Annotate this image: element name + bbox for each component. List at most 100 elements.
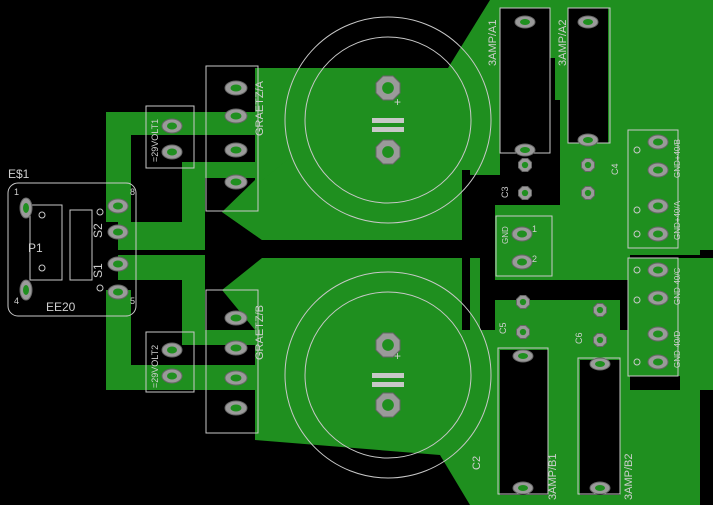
gap-vertical [462, 170, 470, 330]
gnd-pin-2-hole [517, 258, 527, 266]
cap-c1-outline-inner [304, 36, 472, 204]
gnd-pin2-label: 2 [532, 254, 537, 264]
out-40a-pin-1-hole [653, 202, 663, 210]
transformer-mark-1 [38, 264, 46, 272]
cap-c1-polarity-bar2 [372, 127, 404, 132]
fuse-a1-label: 3AMP/A1 [487, 20, 499, 66]
out-40d-label: GND-40/D [673, 330, 682, 368]
gnd-pin-1-hole [517, 230, 527, 238]
cap-c2-outline-outer [284, 271, 492, 479]
pour-out-bottom [628, 258, 713, 376]
gnd-pin1-label: 1 [532, 224, 537, 234]
gap-fuse-top2 [568, 8, 608, 143]
out-40c-label: GND-40/C [673, 267, 682, 305]
bridge-bottom-pin-2-hole [230, 344, 242, 352]
bridge-top-pin-1-hole [230, 84, 242, 92]
conn-bottom-pin-1-hole [167, 346, 177, 354]
cap-c2-pin-minus-hole [382, 399, 394, 411]
pads-layer [19, 15, 669, 495]
out-screw-mark-3 [633, 266, 641, 274]
transformer-name: E$1 [8, 167, 30, 181]
bridge-bottom-pin-1-hole [230, 314, 242, 322]
copper-layer [106, 0, 713, 505]
transformer-mark-3 [96, 284, 104, 292]
out-screw-mark-2 [633, 230, 641, 238]
conn-bottom-label: =29VOLT2 [150, 345, 160, 388]
out-40b-label: GND+40/B [673, 139, 682, 178]
cap-c1-pin-plus-hole [382, 82, 394, 94]
fuse-a2-pin-1-hole [583, 19, 593, 25]
cap-c1-pin-minus-hole [382, 146, 394, 158]
cap-c5-pin-1-hole [519, 298, 527, 306]
gap-fuse-bottom2 [580, 360, 620, 495]
cap-c4-label: C4 [610, 163, 620, 175]
out-40d-pin-2-hole [653, 358, 663, 366]
out-bottom-outline [627, 257, 679, 377]
fuse-a2-label: 3AMP/A2 [557, 20, 569, 66]
labels-layer: E$1 EE20 P1 1 4 8 5 S2 S1 =29VOLT1 =29VO… [8, 20, 682, 500]
pour-upper-mid [222, 120, 500, 240]
transformer-core-left [29, 204, 63, 281]
silkscreen-layer [7, 7, 679, 495]
out-screw-mark-4 [633, 296, 641, 304]
gnd-label: GND [501, 226, 510, 244]
trace-secondary-top [118, 162, 260, 250]
bridge-top-pin-4-hole [230, 178, 242, 186]
primary-label: P1 [28, 241, 43, 255]
secondary2-label: S2 [91, 223, 105, 238]
cap-c6-label: C6 [574, 332, 584, 344]
conn-bottom-pin-2-hole [167, 372, 177, 380]
fuse-a1-pin-1-hole [520, 19, 530, 25]
cap-c3-label: C3 [500, 186, 510, 198]
cap-c2-polarity-bar2 [372, 382, 404, 387]
cap-c2-plus: + [394, 349, 401, 363]
transformer-pin-6-hole [113, 260, 123, 268]
out-40c-pin-2-hole [653, 294, 663, 302]
cap-c2-pin-plus-hole [382, 339, 394, 351]
pin8-label: 8 [130, 187, 135, 197]
cap-c4-pin-1-hole [584, 161, 592, 169]
fuse-a2-pin-2-hole [583, 137, 593, 143]
bridge-bottom-pin-4-hole [230, 404, 242, 412]
cap-c4-pin-2-hole [584, 189, 592, 197]
out-screw-mark-1 [633, 206, 641, 214]
transformer-pin-1-hole [23, 203, 29, 213]
out-40a-pin-2-hole [653, 230, 663, 238]
cap-c5-pin-2-hole [519, 328, 527, 336]
conn-top-outline [145, 105, 195, 169]
pin4-label: 4 [14, 296, 19, 306]
bridge-top-pin-3-hole [230, 146, 242, 154]
conn-bottom-outline [145, 331, 195, 393]
transformer-value: EE20 [46, 300, 76, 314]
cap-c2-polarity-bar [372, 373, 404, 378]
pour-out-top [628, 130, 713, 250]
bridge-top-outline [205, 65, 259, 212]
fuse-a1-pin-2-hole [520, 147, 530, 153]
transformer-core-right [69, 209, 93, 281]
fuse-b1-label: 3AMP/B1 [547, 454, 559, 500]
cap-c6-pin-2-hole [596, 336, 604, 344]
conn-top-pin-2-hole [167, 148, 177, 156]
out-40a-label: GND+40/A [673, 200, 682, 240]
fuse-b1-pin-2-hole [518, 485, 528, 491]
gnd-outline [495, 215, 553, 277]
conn-top-label: =29VOLT1 [150, 119, 160, 162]
transformer-pin-4-hole [23, 285, 29, 295]
bridge-top-label: GRAETZ/A [254, 80, 266, 136]
pin1-label: 1 [14, 187, 19, 197]
cap-c1-polarity-bar [372, 118, 404, 123]
bridge-top-pin-2-hole [230, 112, 242, 120]
transformer-mark-0 [38, 211, 46, 219]
cap-c1-outline-outer [284, 16, 492, 224]
secondary1-label: S1 [91, 263, 105, 278]
isolation-gaps [131, 8, 620, 495]
cap-c1-plus: + [394, 95, 401, 109]
gap-fuse-top [500, 8, 550, 153]
cap-c2-label: C2 [471, 456, 483, 470]
cap-c6-pin-1-hole [596, 306, 604, 314]
transformer-outline [7, 182, 137, 317]
out-top-outline [627, 129, 679, 249]
cap-polarity [372, 118, 404, 387]
out-40b-pin-2-hole [653, 166, 663, 174]
